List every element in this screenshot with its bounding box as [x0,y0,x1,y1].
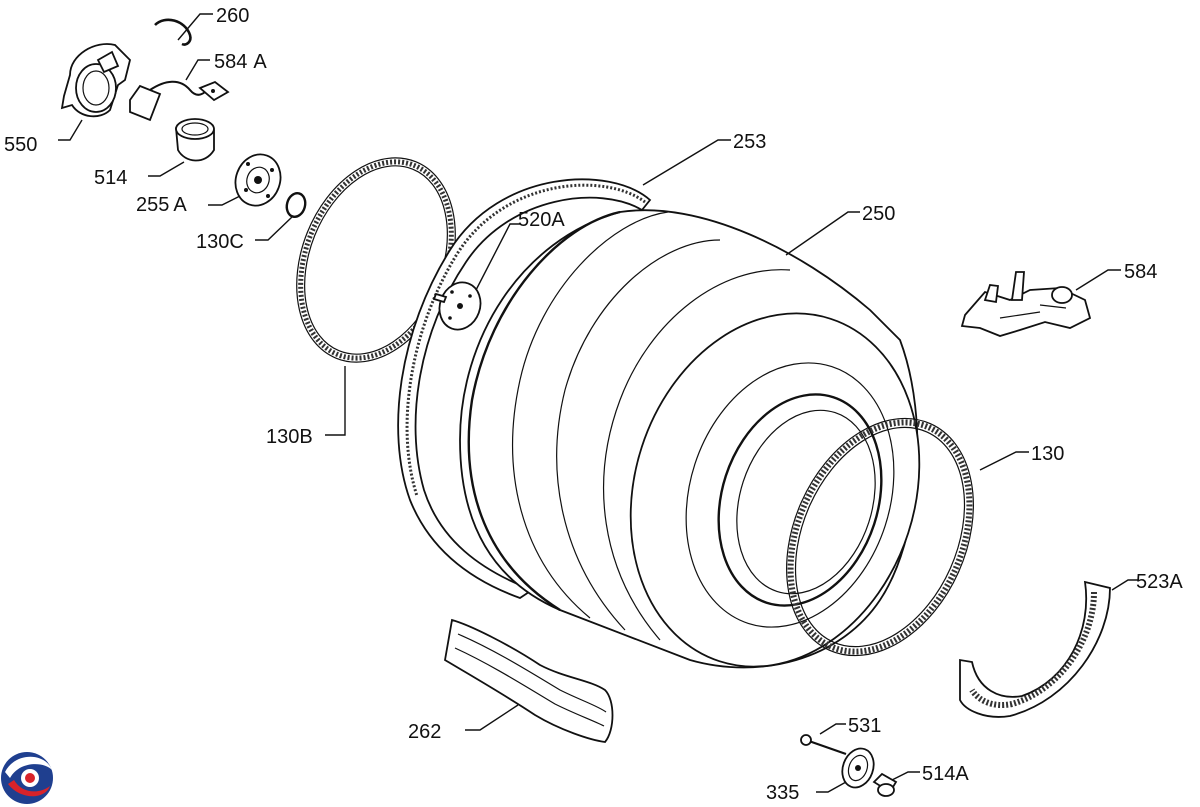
callout-130: 130 [1031,443,1064,465]
part-255a[interactable] [228,148,287,212]
callout-250: 250 [862,203,895,225]
part-260[interactable] [154,18,192,46]
callout-260: 260 [216,5,249,27]
callout-550: 550 [4,134,37,156]
part-584[interactable] [960,271,1092,337]
part-520a[interactable] [432,277,487,336]
part-250[interactable] [459,209,964,704]
part-550[interactable] [60,43,131,118]
callout-130b: 130B [266,426,313,448]
part-262[interactable] [444,618,614,743]
callout-584: 584 [1124,261,1157,283]
part-514[interactable] [175,118,215,162]
part-253[interactable] [397,178,652,600]
callout-523a: 523A [1136,571,1183,593]
callout-253: 253 [733,131,766,153]
callout-335: 335 [766,782,799,804]
part-523a[interactable] [959,580,1111,718]
part-514a[interactable] [872,772,898,797]
part-531[interactable] [800,734,847,756]
part-584a[interactable] [129,80,230,122]
callout-262: 262 [408,721,441,743]
brand-swirl-logo-icon [1,752,53,804]
callout-514: 514 [94,167,127,189]
callout-130c: 130C [196,231,244,253]
callout-531: 531 [848,715,881,737]
part-130[interactable] [751,389,1009,686]
part-130c[interactable] [284,191,308,219]
callout-520a: 520A [518,209,565,231]
callout-514a: 514A [922,763,969,785]
part-335[interactable] [837,744,879,792]
